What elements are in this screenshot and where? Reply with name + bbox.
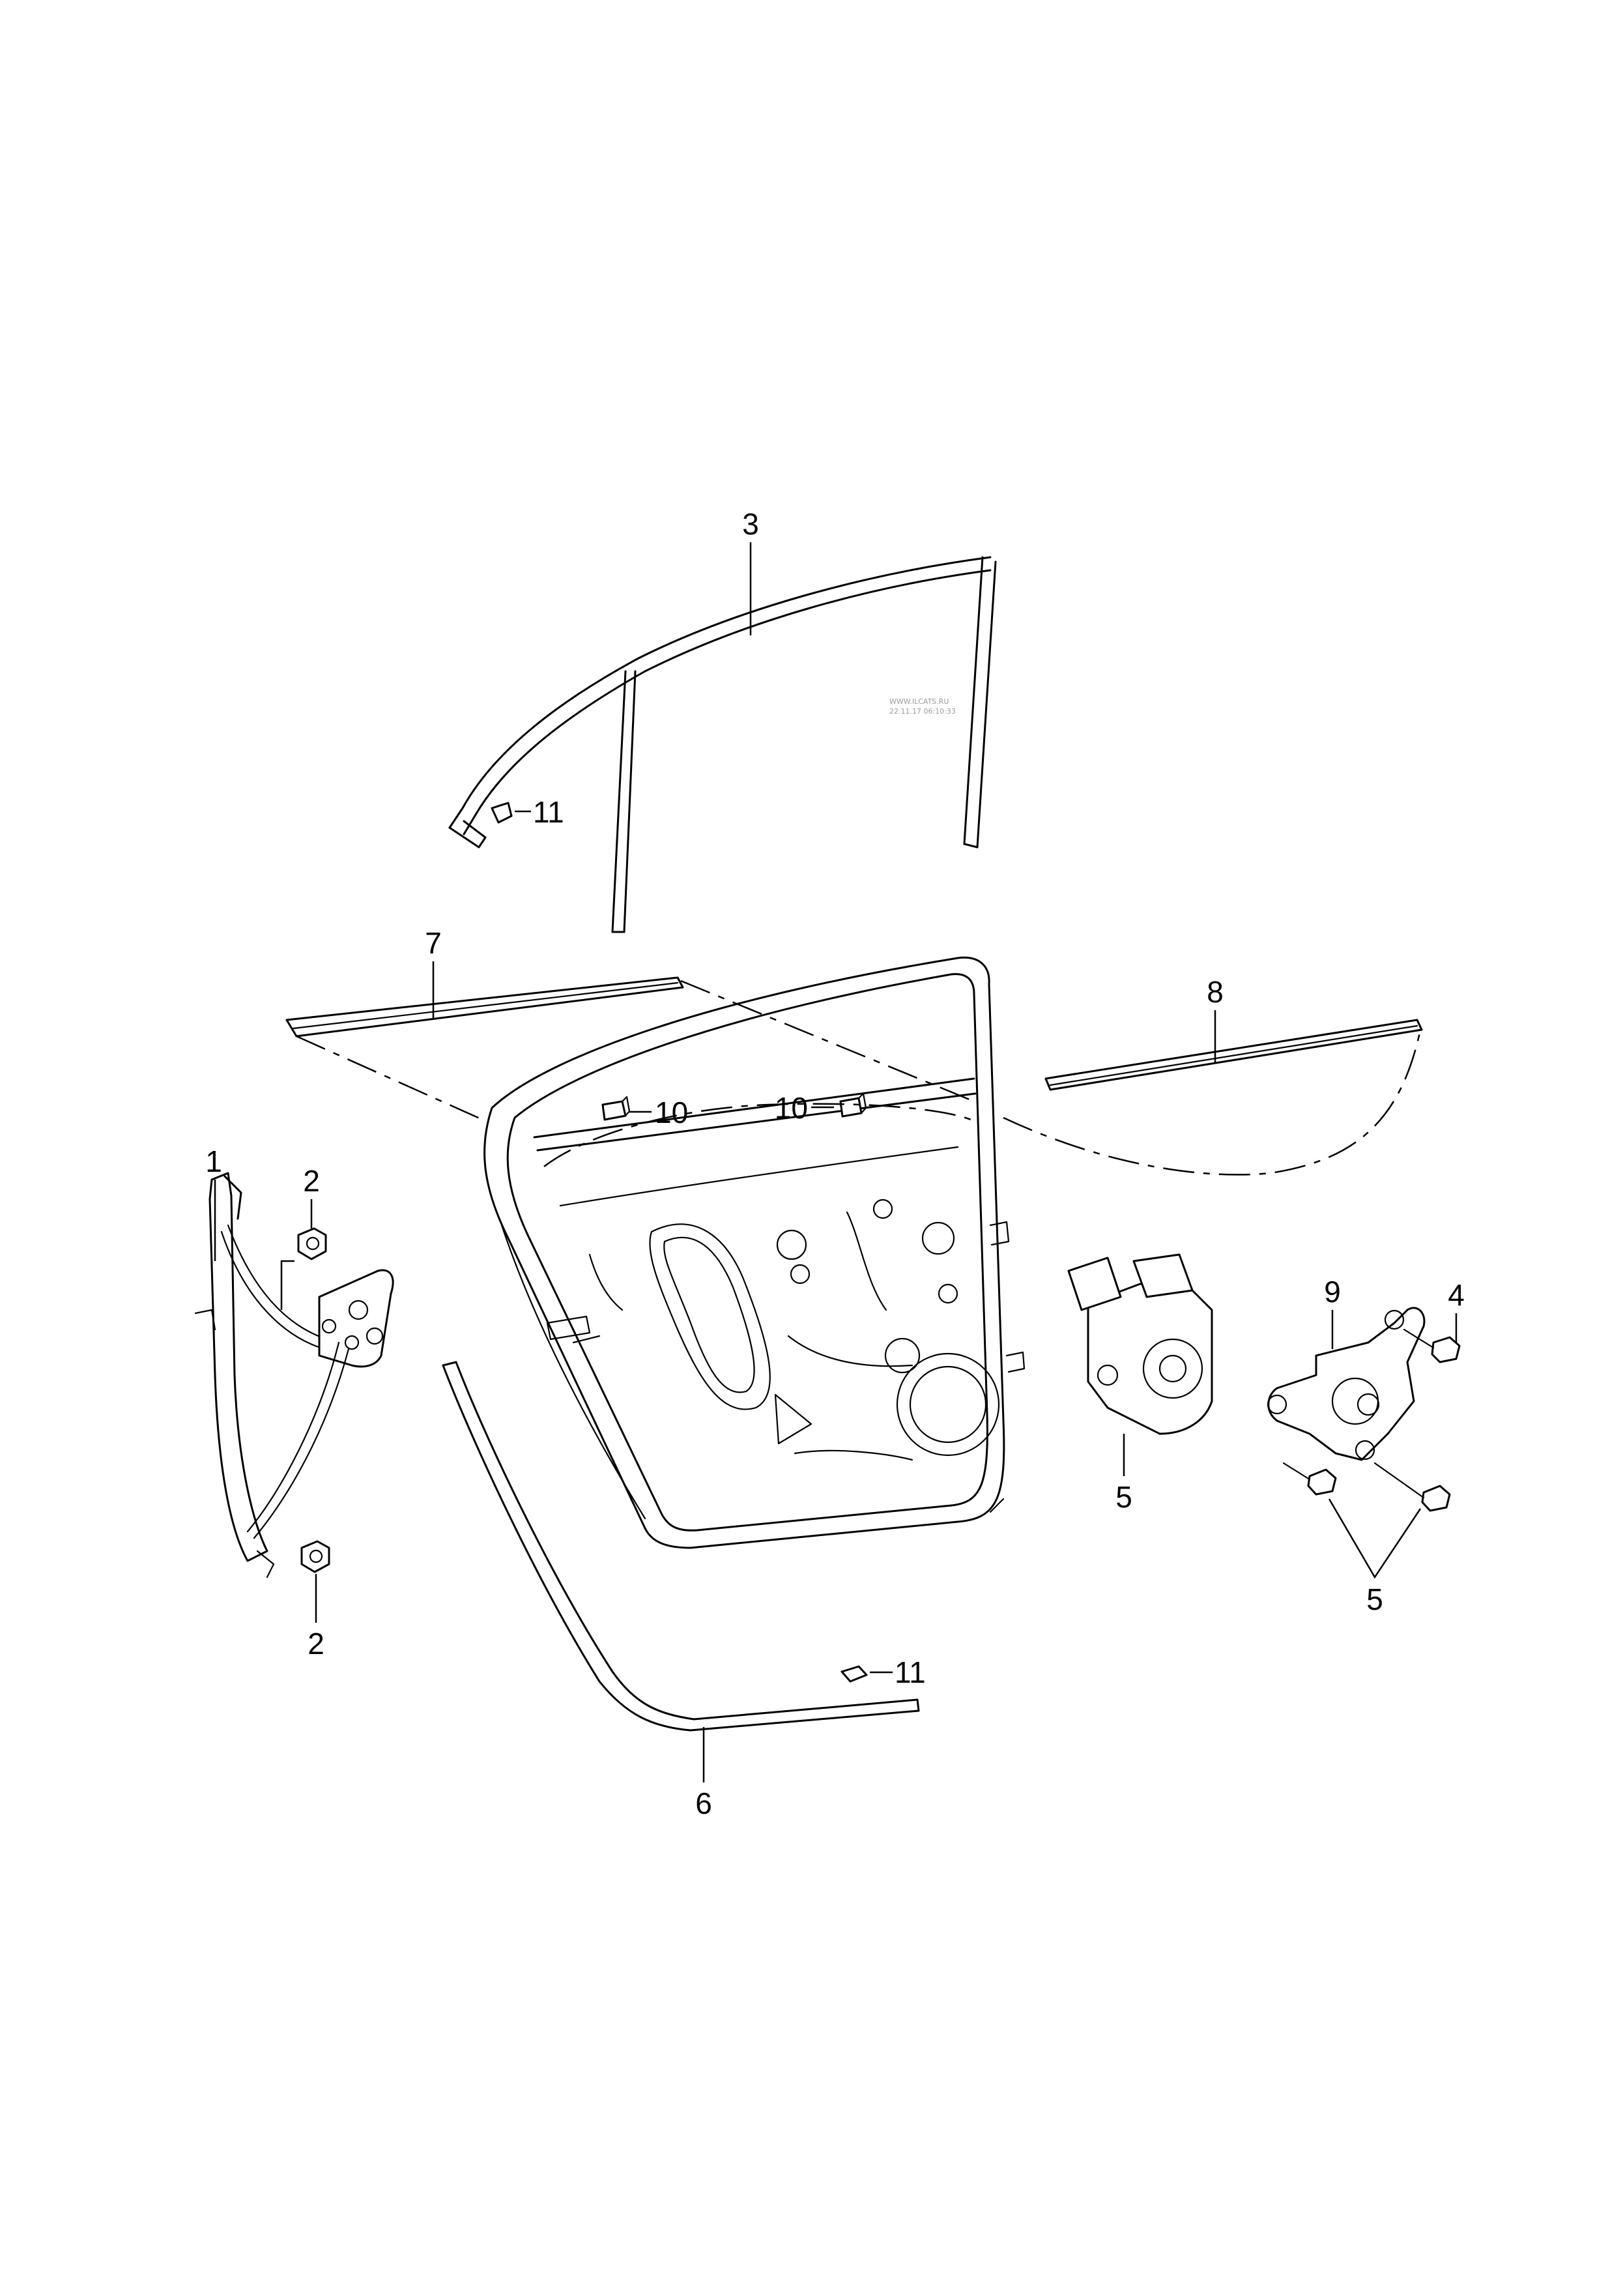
- part-2-nut-upper[interactable]: [297, 1227, 327, 1260]
- watermark-line-1: WWW.ILCATS.RU: [889, 697, 949, 706]
- callout-4: 5: [1115, 1480, 1132, 1514]
- callout-9: 6: [695, 1786, 712, 1820]
- callout-1: 1: [205, 1144, 222, 1178]
- callout-2-lower: 2: [308, 1627, 324, 1661]
- callout-11-lower: 11: [895, 1655, 926, 1689]
- callout-2-upper: 2: [303, 1164, 320, 1198]
- callout-8: 8: [1207, 975, 1224, 1009]
- rear-door-shell[interactable]: [483, 956, 1026, 1549]
- callout-10-right: 10: [775, 1091, 808, 1125]
- part-9-lower-door-seal[interactable]: [442, 1361, 920, 1732]
- part-8-outer-sill-seal[interactable]: [1044, 1019, 1423, 1091]
- part-5-bolt-upper[interactable]: [1403, 1328, 1461, 1363]
- callout-6: 9: [1324, 1275, 1341, 1309]
- callout-5-lower: 5: [1366, 1582, 1383, 1616]
- part-11-clip-upper[interactable]: [491, 802, 513, 824]
- part-6-drive-bracket[interactable]: [1267, 1307, 1426, 1461]
- part-10-buffer-right[interactable]: [839, 1092, 867, 1118]
- callout-7: 7: [425, 926, 442, 960]
- part-5-bolt-left[interactable]: [1282, 1462, 1337, 1496]
- part-1-window-regulator[interactable]: [194, 1172, 394, 1578]
- part-11-clip-lower[interactable]: [840, 1665, 868, 1683]
- assembly-lines: [296, 980, 1422, 1176]
- leader-lines: [214, 542, 1458, 1782]
- part-4-window-motor[interactable]: [1067, 1253, 1213, 1435]
- part-5-bolt-right[interactable]: [1373, 1462, 1451, 1512]
- part-7-inner-sill-seal[interactable]: [285, 976, 684, 1038]
- callout-10-left: 10: [655, 1096, 688, 1129]
- callout-11-upper: 11: [533, 795, 564, 829]
- watermark: WWW.ILCATS.RU 22.11.17 06:10:33: [889, 697, 956, 716]
- callout-labels: 3 11 7 8 10 10 1 2 2 5 9 4 5 6 11: [205, 507, 1465, 1820]
- watermark-line-2: 22.11.17 06:10:33: [889, 707, 956, 716]
- part-2-nut-lower[interactable]: [300, 1540, 330, 1573]
- part-3-window-channel-seal[interactable]: [448, 556, 997, 933]
- callout-5-upper: 4: [1448, 1278, 1465, 1312]
- part-10-buffer-left[interactable]: [601, 1096, 631, 1121]
- callout-3: 3: [742, 507, 759, 541]
